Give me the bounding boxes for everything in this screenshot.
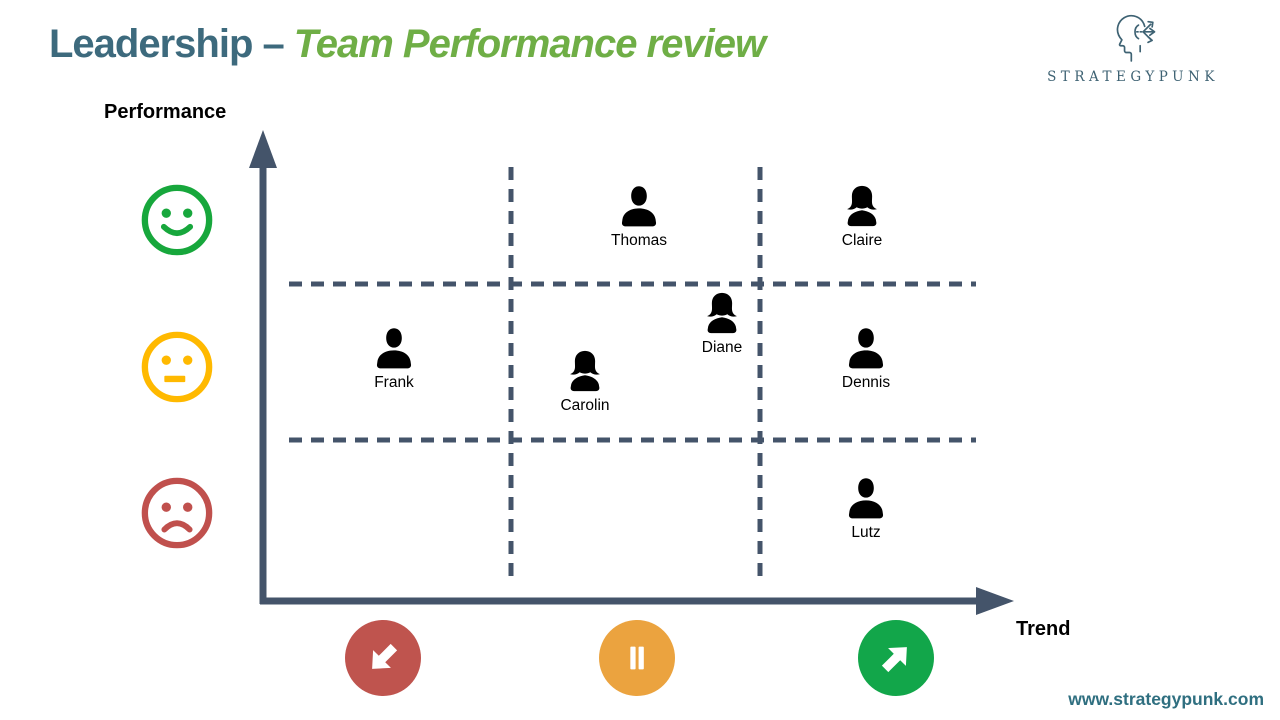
female-person-icon <box>847 185 877 227</box>
person-name: Lutz <box>851 524 881 541</box>
arrow-down-left-icon <box>372 643 398 669</box>
smiley-neutral-icon <box>141 331 213 403</box>
page-title: Leadership –Team Performance review <box>49 22 766 67</box>
female-person-icon <box>707 292 737 334</box>
person-name: Diane <box>701 339 743 356</box>
pause-icon <box>630 646 644 670</box>
y-axis-arrowhead <box>249 130 277 168</box>
female-person-icon <box>570 350 600 392</box>
title-primary: Leadership – <box>49 22 285 66</box>
male-person-icon <box>621 186 657 227</box>
x-axis-arrowhead <box>976 587 1014 615</box>
male-person-icon <box>848 328 884 369</box>
y-axis-label: Performance <box>104 101 227 123</box>
trend-improve-badge <box>858 620 934 696</box>
brain-arrows-icon <box>1116 14 1156 62</box>
title-accent: Team Performance review <box>293 22 766 66</box>
trend-steady-badge <box>599 620 675 696</box>
smiley-happy-icon <box>141 184 213 256</box>
trend-decline-badge <box>345 620 421 696</box>
smiley-sad-icon <box>141 477 213 549</box>
brand-name: STRATEGYPUNK <box>1047 69 1219 85</box>
person-name: Claire <box>841 232 883 249</box>
person-name: Dennis <box>841 374 891 391</box>
website-url: www.strategypunk.com <box>1068 689 1264 709</box>
x-axis-label: Trend <box>1016 618 1071 640</box>
male-person-icon <box>376 328 412 369</box>
arrow-up-right-icon <box>881 647 907 673</box>
person-name: Carolin <box>560 397 610 414</box>
brand-logo: STRATEGYPUNK <box>1038 12 1228 85</box>
person-name: Thomas <box>611 232 667 249</box>
person-name: Frank <box>374 374 414 391</box>
male-person-icon <box>848 478 884 519</box>
